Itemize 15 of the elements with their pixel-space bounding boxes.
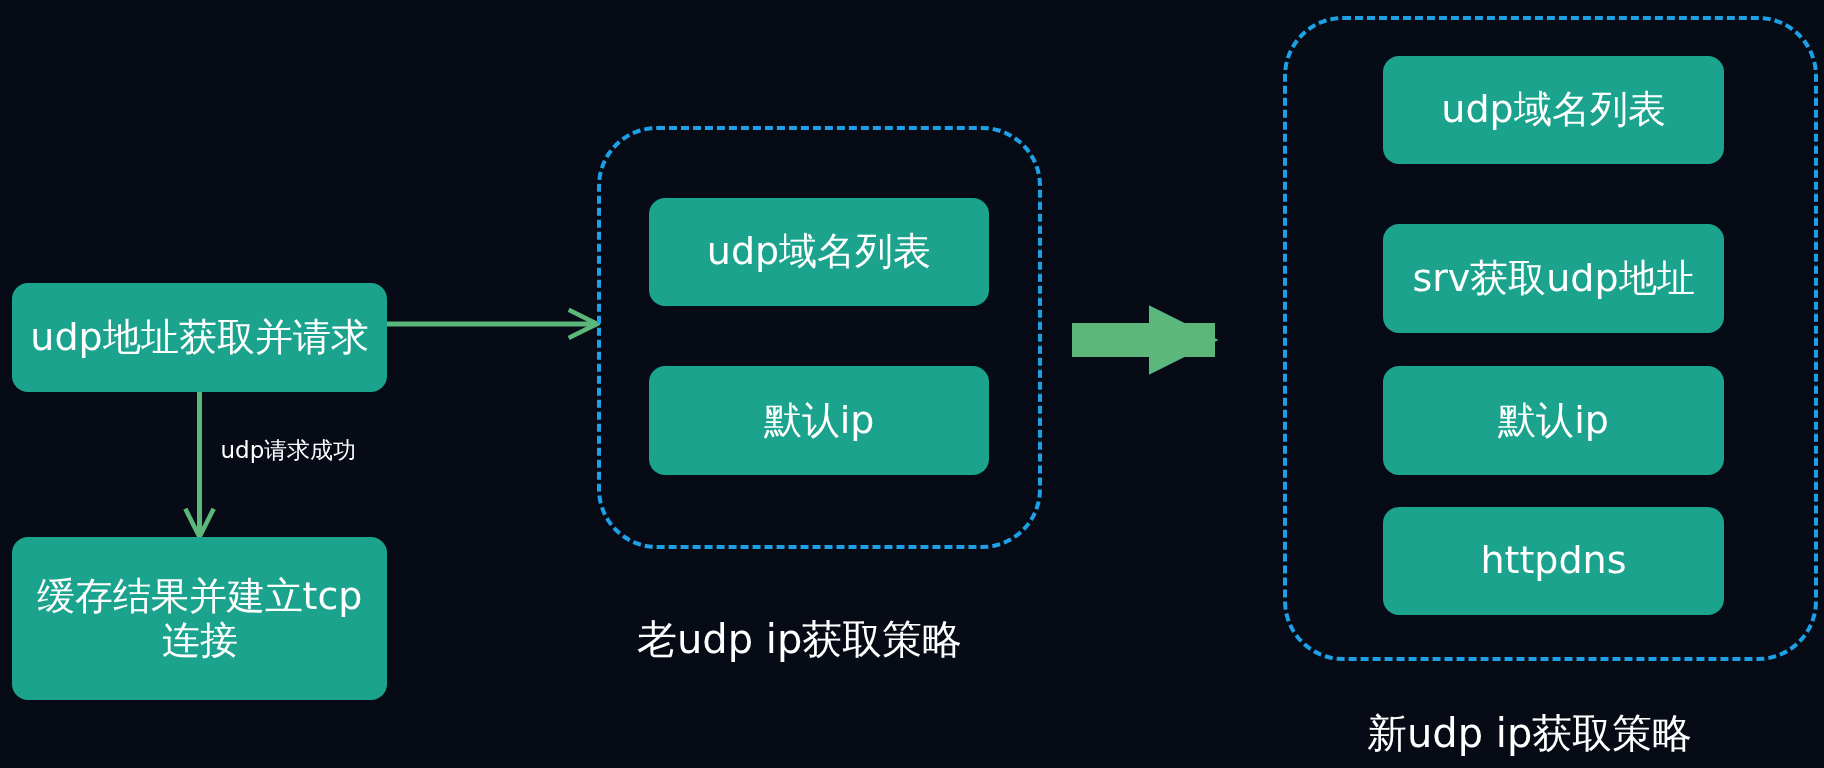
process-box: 缓存结果并建立tcp连接 bbox=[12, 537, 387, 700]
process-box: srv获取udp地址 bbox=[1383, 224, 1724, 333]
dashed-group-box bbox=[597, 126, 1042, 549]
group-caption: 老udp ip获取策略 bbox=[637, 615, 963, 664]
process-box: httpdns bbox=[1383, 507, 1724, 615]
group-caption: 新udp ip获取策略 bbox=[1367, 709, 1693, 758]
process-box: udp域名列表 bbox=[1383, 56, 1724, 164]
process-box: udp地址获取并请求 bbox=[12, 283, 387, 392]
process-box: 默认ip bbox=[649, 366, 989, 475]
process-box: 默认ip bbox=[1383, 366, 1724, 475]
arrow bbox=[387, 307, 600, 341]
arrow bbox=[183, 392, 216, 540]
block-arrow bbox=[1072, 305, 1219, 375]
dashed-group-box bbox=[1283, 16, 1818, 661]
process-box: udp域名列表 bbox=[649, 198, 989, 306]
